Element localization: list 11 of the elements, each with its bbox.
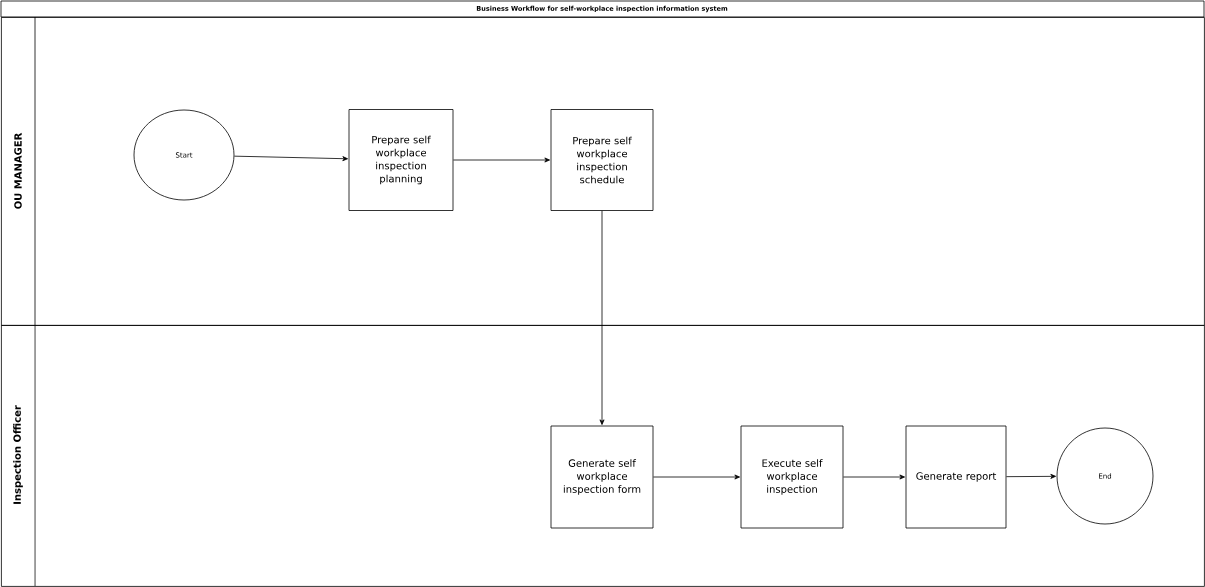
arrow — [234, 155, 348, 162]
process-box: Prepare self workplace inspection schedule — [550, 109, 654, 211]
arrow — [599, 210, 605, 425]
arrow — [653, 474, 740, 480]
arrow — [453, 157, 550, 163]
process-box: Execute self workplace inspection — [740, 425, 844, 529]
process-box: Generate report — [905, 425, 1007, 529]
process-box: Prepare self workplace inspection planning — [348, 109, 454, 211]
arrow — [1006, 473, 1056, 479]
arrow — [843, 474, 905, 480]
process-box: Generate self workplace inspection form — [550, 425, 654, 529]
